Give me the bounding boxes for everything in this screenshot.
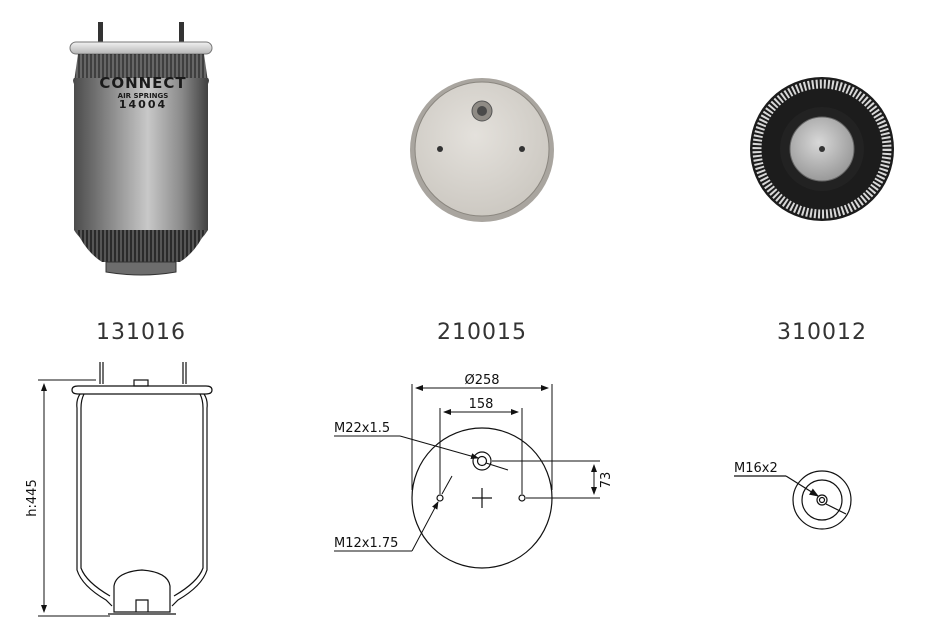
bellow-render: CONNECT AIR SPRINGS 14004: [69, 22, 213, 276]
part-number-top-plate: 210015: [437, 320, 527, 345]
top-stud: [98, 22, 103, 44]
piston-outline-outer: [792, 470, 852, 530]
air-fitting-outline-inner: [476, 455, 488, 467]
height-dimension: [38, 379, 110, 617]
brand-subtitle-text: AIR SPRINGS: [118, 92, 169, 100]
air-fitting-outline-outer: [472, 451, 492, 471]
top-plate-render: [410, 78, 554, 222]
stud-thread-label: M12x1.75: [334, 536, 398, 551]
brand-logo-text: CONNECT: [99, 74, 186, 92]
top-stud: [179, 22, 184, 44]
lower-ribbed-band: [76, 230, 206, 262]
piston-thread-inner: [818, 496, 826, 504]
piston-ribbed-ring: [752, 79, 892, 219]
piston-thread-label: M16x2: [734, 461, 778, 476]
piston-center-hole: [819, 146, 825, 152]
piston-thread-outer: [816, 494, 828, 506]
air-fitting-thread-label: M22x1.5: [334, 421, 390, 436]
stud-hole-left: [437, 146, 443, 152]
stud-hole-right: [519, 146, 525, 152]
brand-model-text: 14004: [119, 98, 167, 111]
piston-drawing: [734, 470, 852, 530]
piston-bottom: [105, 261, 177, 276]
piston-render: [750, 77, 894, 221]
air-fitting-hole: [477, 106, 487, 116]
top-plate-ring: [69, 41, 213, 55]
top-plate-face: [414, 81, 550, 217]
bellow-section-drawing: [71, 362, 213, 615]
diameter-label: Ø258: [464, 373, 499, 388]
part-number-piston: 310012: [777, 320, 867, 345]
height-label: h:445: [25, 479, 40, 516]
part-number-bellow: 131016: [96, 320, 186, 345]
plate-dimension-lines: [334, 384, 600, 552]
bellow-body: [73, 78, 209, 246]
piston-outline-inner: [801, 479, 843, 521]
bolt-spacing-label: 158: [469, 397, 494, 412]
stud-hole-outline-left: [436, 494, 444, 502]
offset-label: 73: [599, 472, 614, 489]
stud-hole-outline-right: [518, 494, 526, 502]
upper-ribbed-band: [74, 54, 208, 82]
